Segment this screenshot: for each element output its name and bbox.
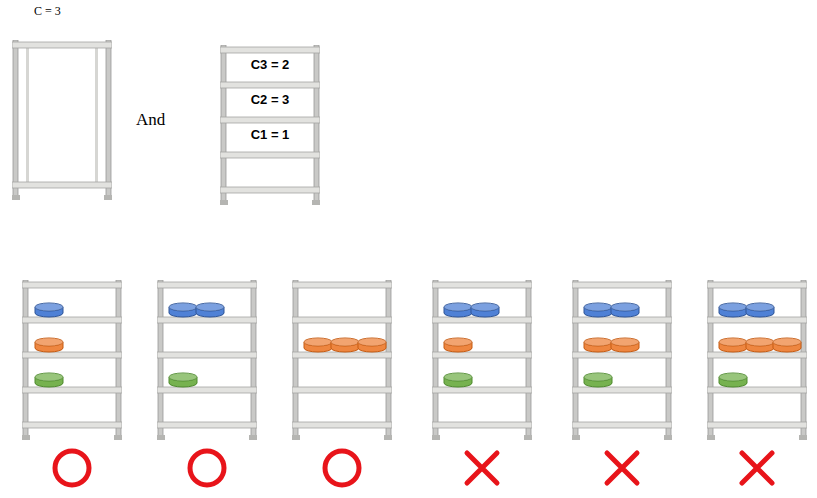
green-item [719,373,747,387]
orange-item [331,338,359,352]
orange-item [444,338,472,352]
orange-item [35,338,63,352]
shelf [220,45,320,205]
blue-item [444,303,472,317]
blue-item [719,303,747,317]
green-item [169,373,197,387]
shelf-label: C2 = 3 [228,91,312,109]
green-item [35,373,63,387]
orange-items [35,338,801,352]
shelf [572,280,672,440]
blue-item [611,303,639,317]
green-item [444,373,472,387]
valid-mark [325,451,359,485]
invalid-mark [607,453,637,483]
green-items [35,373,747,387]
blue-item [169,303,197,317]
empty-shelf [12,40,112,200]
shelf-row [22,280,807,440]
blue-item [471,303,499,317]
blue-item [746,303,774,317]
shelf [157,280,257,440]
shelf [707,280,807,440]
blue-item [584,303,612,317]
orange-item [773,338,801,352]
shelf [292,280,392,440]
blue-item [196,303,224,317]
valid-mark [55,451,89,485]
orange-item [358,338,386,352]
blue-item [35,303,63,317]
verdict-marks [55,451,772,485]
green-item [584,373,612,387]
orange-item [304,338,332,352]
orange-item [719,338,747,352]
shelf [22,280,122,440]
orange-item [746,338,774,352]
invalid-mark [742,453,772,483]
orange-item [611,338,639,352]
capacity-label: C = 3 [34,4,61,19]
valid-mark [190,451,224,485]
connector-word: And [136,110,165,130]
invalid-mark [467,453,497,483]
orange-item [584,338,612,352]
shelf-label: C3 = 2 [228,56,312,74]
shelf-label: C1 = 1 [228,126,312,144]
blue-items [35,303,774,317]
shelf [432,280,532,440]
